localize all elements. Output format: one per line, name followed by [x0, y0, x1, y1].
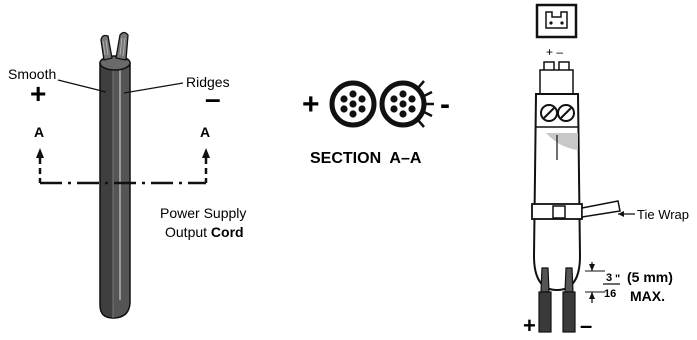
- exposed-wire-left: [100, 34, 113, 61]
- stripped-wire-tip-minus: [564, 267, 574, 293]
- section-view: + - SECTI: [302, 80, 450, 167]
- cord-jacket-right: [112, 62, 131, 319]
- plug-head: [539, 69, 574, 95]
- section-minus-sign: -: [440, 88, 450, 121]
- section-plus-sign: +: [302, 88, 320, 121]
- dimension-arrow-bottom: [589, 292, 595, 299]
- cord-caption-line1: Power Supply: [160, 205, 246, 221]
- wire-strand: [102, 40, 106, 56]
- section-cut-line: A A: [34, 124, 210, 185]
- dimension-arrow-top: [589, 264, 595, 271]
- strip-inch-mark: ": [615, 273, 620, 285]
- wire-strand: [119, 37, 123, 56]
- screw-slot: [543, 107, 555, 119]
- tie-wrap-buckle: [552, 205, 566, 219]
- stripped-wire-tip-plus: [540, 267, 550, 293]
- screw-slot: [560, 107, 572, 119]
- wire-insulation-plus: [538, 291, 552, 333]
- caption-output-text: Output: [165, 224, 211, 240]
- strip-fraction-numerator: 3: [606, 272, 612, 284]
- receptacle-pin: [549, 21, 553, 25]
- wire-strand: [122, 37, 126, 57]
- smooth-label: Smooth: [8, 66, 56, 82]
- wire-minus-sign: –: [580, 313, 592, 335]
- ridges-label: Ridges: [186, 74, 230, 90]
- strip-length-dimension: 3 " 16 (5 mm) MAX.: [585, 262, 673, 304]
- wire-strand: [105, 39, 109, 56]
- tie-wrap-label: Tie Wrap: [637, 207, 689, 222]
- section-arrow-right: [202, 148, 210, 158]
- strip-max-label: MAX.: [630, 288, 665, 304]
- section-marker-right: A: [200, 124, 210, 140]
- connector-polarity-label: + –: [546, 45, 563, 59]
- receptacle-pin: [560, 21, 564, 25]
- strip-metric-label: (5 mm): [627, 269, 673, 285]
- section-title: SECTION A–A: [310, 150, 422, 167]
- receptacle-outline: [535, 3, 578, 39]
- ridge-marks: [417, 80, 434, 128]
- strip-fraction-denominator: 16: [604, 288, 616, 300]
- cord-caption-line2: Output Cord: [165, 224, 244, 240]
- section-arrow-left: [36, 148, 44, 158]
- smooth-leader-line: [57, 79, 107, 93]
- wire-insulation-minus: [562, 291, 576, 333]
- tie-wrap-tail: [581, 200, 621, 218]
- cord-jacket-left: [99, 62, 114, 319]
- connector-body: [532, 93, 582, 292]
- connector-illustration: + – Tie Wrap: [531, 3, 689, 292]
- cord-plus-sign: +: [30, 78, 46, 109]
- caption-cord-text: Cord: [211, 224, 244, 240]
- strands-left: [340, 90, 366, 118]
- tie-wrap-arrow: [618, 211, 624, 217]
- wire-plus-sign: +: [523, 313, 536, 335]
- exposed-wire-right: [115, 31, 129, 61]
- cord-minus-sign: –: [205, 83, 221, 114]
- stripped-wires: + –: [523, 267, 592, 338]
- connector-shading: [546, 133, 578, 150]
- section-marker-left: A: [34, 124, 44, 140]
- ridges-leader-line: [123, 82, 184, 94]
- power-cord-illustration: [99, 31, 131, 319]
- strands-right: [390, 90, 416, 118]
- receptacle-socket: [545, 11, 568, 29]
